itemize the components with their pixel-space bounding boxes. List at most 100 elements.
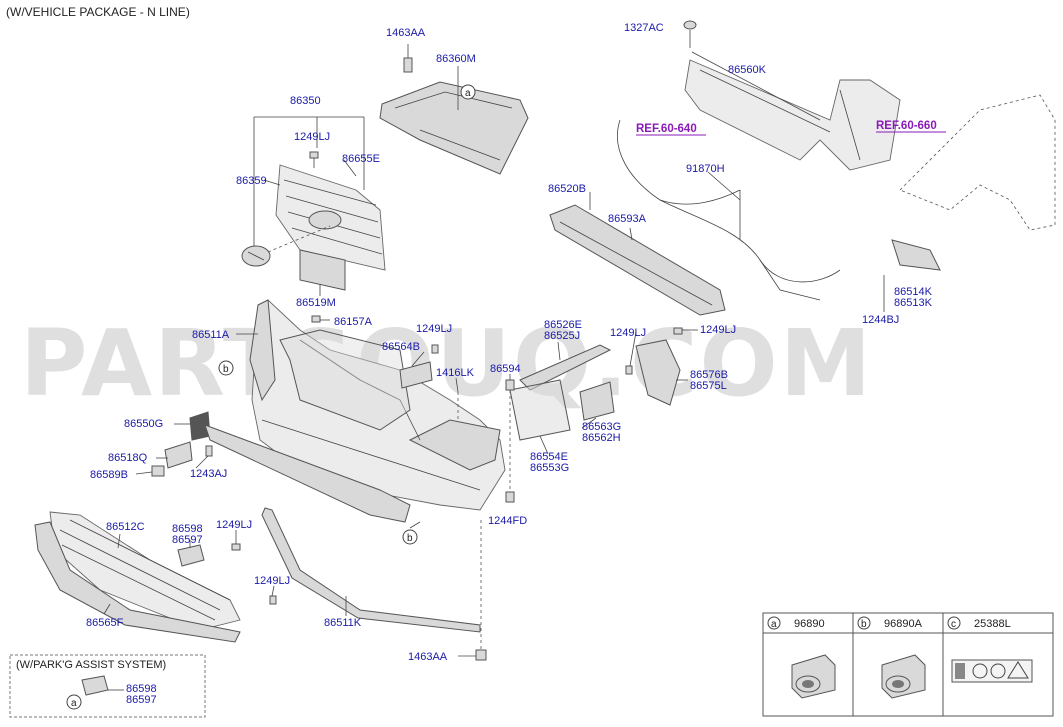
part-bracket-86564B[interactable] xyxy=(399,361,433,389)
label-86598-inset[interactable]: 86598 xyxy=(126,683,157,695)
label-1243AJ[interactable]: 1243AJ xyxy=(190,468,227,480)
part-wiring-harness[interactable] xyxy=(617,119,841,301)
legend-part-a[interactable]: 96890 xyxy=(794,618,825,630)
label-86597-inset[interactable]: 86597 xyxy=(126,694,157,706)
label-86598[interactable]: 86598 xyxy=(172,523,203,535)
label-86514K[interactable]: 86514K xyxy=(894,286,933,298)
label-86525J[interactable]: 86525J xyxy=(544,330,580,342)
part-screw-1249LJ-f[interactable] xyxy=(269,595,277,605)
label-86511A[interactable]: 86511A xyxy=(192,329,230,341)
label-86560K[interactable]: 86560K xyxy=(728,64,767,76)
label-86511K[interactable]: 86511K xyxy=(324,617,362,629)
part-clip-1243AJ[interactable] xyxy=(205,445,213,457)
legend-cell-c[interactable]: c xyxy=(947,616,961,630)
part-bumper-cover[interactable] xyxy=(249,299,506,511)
part-screw-1249LJ-b[interactable] xyxy=(431,344,439,354)
svg-text:a: a xyxy=(771,619,777,630)
part-clip-1463AA-top[interactable] xyxy=(403,44,413,73)
part-bracket-86598-inset[interactable] xyxy=(81,675,109,696)
label-86597[interactable]: 86597 xyxy=(172,534,203,546)
callout-a-inset[interactable]: a xyxy=(66,694,82,710)
part-screw-1249LJ-a[interactable] xyxy=(309,151,319,168)
label-86563G[interactable]: 86563G xyxy=(582,421,621,433)
label-1249LJ-d[interactable]: 1249LJ xyxy=(700,324,736,336)
label-1249LJ-b[interactable]: 1249LJ xyxy=(416,323,452,335)
legend-table xyxy=(762,612,1054,717)
label-1463AA-top[interactable]: 1463AA xyxy=(386,27,426,39)
label-86518Q[interactable]: 86518Q xyxy=(108,452,148,464)
label-86576B[interactable]: 86576B xyxy=(690,369,728,381)
label-86519M[interactable]: 86519M xyxy=(296,297,336,309)
label-86157A[interactable]: 86157A xyxy=(334,316,373,328)
label-86589B[interactable]: 86589B xyxy=(90,469,128,481)
label-86550G[interactable]: 86550G xyxy=(124,418,163,430)
part-clip-1463AA-bottom[interactable] xyxy=(475,649,487,661)
label-1249LJ-a[interactable]: 1249LJ xyxy=(294,131,330,143)
label-86565F[interactable]: 86565F xyxy=(86,617,124,629)
label-86594[interactable]: 86594 xyxy=(490,363,521,375)
part-grille[interactable] xyxy=(275,164,386,271)
legend-cell-a[interactable]: a xyxy=(767,616,781,630)
svg-text:a: a xyxy=(465,88,471,99)
part-clip-86157A[interactable] xyxy=(311,315,321,323)
part-bracket-86554E[interactable] xyxy=(509,379,571,441)
label-86350[interactable]: 86350 xyxy=(290,95,321,107)
part-energy-absorber[interactable] xyxy=(549,204,726,316)
label-1463AA-bottom[interactable]: 1463AA xyxy=(408,651,448,663)
label-86575L[interactable]: 86575L xyxy=(690,380,727,392)
label-1249LJ-e[interactable]: 1249LJ xyxy=(216,519,252,531)
part-nut-1327AC[interactable] xyxy=(683,20,697,48)
label-91870H[interactable]: 91870H xyxy=(686,163,725,175)
part-clip-86589B[interactable] xyxy=(151,465,165,477)
label-86513K[interactable]: 86513K xyxy=(894,297,933,309)
label-86593A[interactable]: 86593A xyxy=(608,213,647,225)
part-license-bracket-86519M[interactable] xyxy=(299,249,346,291)
label-1249LJ-c[interactable]: 1249LJ xyxy=(610,327,646,339)
part-clip-1244FD[interactable] xyxy=(505,491,515,503)
label-86360M[interactable]: 86360M xyxy=(436,53,476,65)
part-side-bracket-86576B[interactable] xyxy=(635,339,681,406)
part-bracket-86518Q[interactable] xyxy=(164,441,193,469)
label-86512C[interactable]: 86512C xyxy=(106,521,145,533)
label-1244BJ[interactable]: 1244BJ xyxy=(862,314,899,326)
part-upper-grille-frame[interactable] xyxy=(279,329,411,431)
label-1327AC[interactable]: 1327AC xyxy=(624,22,664,34)
part-screw-1249LJ-e[interactable] xyxy=(231,543,241,551)
ref-60-640[interactable]: REF.60-640 xyxy=(636,123,697,135)
label-1249LJ-f[interactable]: 1249LJ xyxy=(254,575,290,587)
label-86359[interactable]: 86359 xyxy=(236,175,267,187)
part-screw-1249LJ-d[interactable] xyxy=(673,327,683,335)
part-lower-strip-86511K[interactable] xyxy=(261,507,481,633)
svg-text:b: b xyxy=(861,619,867,630)
callout-a-top[interactable]: a xyxy=(460,84,476,100)
part-side-bracket-right[interactable] xyxy=(891,239,941,271)
part-lower-lip-strip[interactable] xyxy=(204,424,411,523)
part-lower-grille[interactable] xyxy=(49,511,241,631)
inset-park-assist xyxy=(9,654,206,718)
legend-part-b[interactable]: 96890A xyxy=(884,618,923,630)
part-emblem-86359[interactable] xyxy=(241,245,271,267)
label-86655E[interactable]: 86655E xyxy=(342,153,380,165)
callout-b-left[interactable]: b xyxy=(218,360,234,376)
part-clip-86594[interactable] xyxy=(505,379,515,391)
page-title: (W/VEHICLE PACKAGE - N LINE) xyxy=(6,5,190,19)
legend-part-c[interactable]: 25388L xyxy=(974,618,1011,630)
part-screw-1249LJ-c[interactable] xyxy=(625,365,633,375)
label-86526E[interactable]: 86526E xyxy=(544,319,582,331)
label-1244FD[interactable]: 1244FD xyxy=(488,515,527,527)
part-lower-trim-86565F[interactable] xyxy=(34,521,241,643)
part-front-end-module[interactable] xyxy=(684,51,901,171)
ref-60-660[interactable]: REF.60-660 xyxy=(876,120,937,132)
svg-text:b: b xyxy=(223,364,229,375)
part-bracket-86563G[interactable] xyxy=(579,381,615,421)
label-86554E[interactable]: 86554E xyxy=(530,451,568,463)
part-bracket-86598[interactable] xyxy=(177,544,205,567)
label-1416LK[interactable]: 1416LK xyxy=(436,367,475,379)
label-86562H[interactable]: 86562H xyxy=(582,432,621,444)
label-86553G[interactable]: 86553G xyxy=(530,462,569,474)
label-86520B[interactable]: 86520B xyxy=(548,183,586,195)
legend-cell-b[interactable]: b xyxy=(857,616,871,630)
label-86564B[interactable]: 86564B xyxy=(382,341,420,353)
part-radiator-cover[interactable] xyxy=(379,81,529,175)
callout-b-bottom[interactable]: b xyxy=(402,529,418,545)
